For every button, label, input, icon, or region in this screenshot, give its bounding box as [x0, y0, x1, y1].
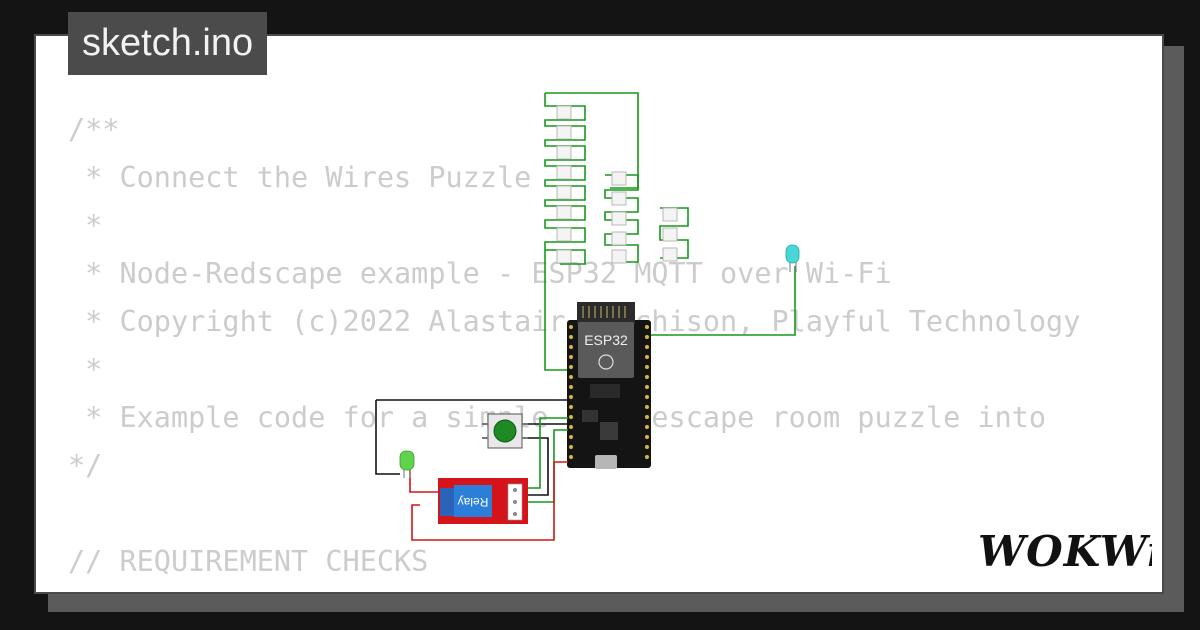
code-line: * Copyright (c)2022 Alastair Aitchison, …	[85, 305, 1081, 338]
code-line: */	[68, 449, 103, 482]
black-wires	[375, 399, 568, 496]
neopixel-strip	[556, 105, 678, 264]
code-line: * Connect the Wires Puzzle	[68, 161, 532, 194]
relay-label: Relay	[458, 495, 489, 509]
push-button	[482, 413, 528, 449]
file-tab[interactable]: sketch.ino	[68, 12, 268, 75]
cyan-led	[785, 244, 800, 272]
code-line: /**	[68, 113, 120, 146]
brand-name: WOKWi	[978, 527, 1152, 576]
code-line: *	[68, 353, 103, 386]
board-label: ESP32	[584, 332, 628, 348]
wokwi-logo: WOKWi	[978, 527, 1152, 576]
code-editor: /** * Connect the Wires Puzzle * * Node-…	[68, 106, 1132, 592]
code-line: *	[68, 209, 103, 242]
code-line: * Node-Redscape example - ESP32 MQTT ove…	[68, 257, 892, 290]
esp32-board: ESP32	[567, 302, 651, 469]
neopixel-wires-left	[544, 92, 796, 371]
relay-module: Relay	[438, 478, 528, 524]
code-line: // REQUIREMENT CHECKS	[68, 545, 429, 578]
green-led	[399, 450, 415, 478]
